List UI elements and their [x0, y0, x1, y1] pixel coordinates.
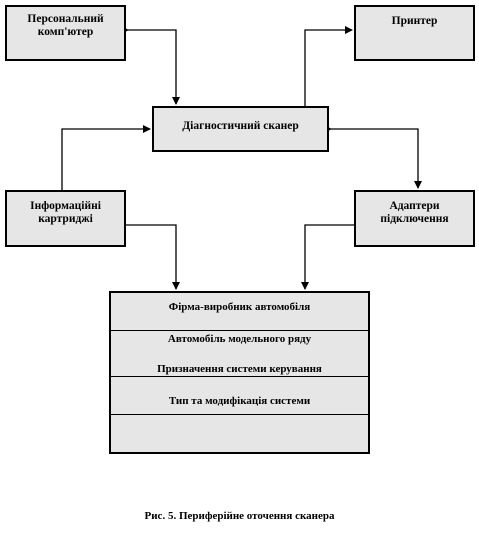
database-row-empty [111, 415, 368, 452]
printer-label: Принтер [391, 15, 438, 27]
manufacturer-row-label: Фірма-виробник автомобіля [168, 301, 311, 313]
connection-adapters-label: Адаптери підключення [380, 200, 449, 225]
adapters-database-link [301, 224, 354, 290]
database-row: Фірма-виробник автомобіля [111, 293, 368, 331]
info-cartridges-label: Інформаційні картриджі [30, 200, 101, 225]
vehicle-database-node: Фірма-виробник автомобіля Автомобіль мод… [109, 291, 370, 454]
database-row: Автомобіль модельного ряду Призначення с… [111, 331, 368, 377]
personal-computer-node: Персональний комп'ютер [5, 5, 126, 61]
control-system-purpose-row-label: Призначення системи керування [157, 363, 322, 375]
connection-adapters-node: Адаптери підключення [354, 190, 475, 247]
cartridges-scanner-link [61, 125, 151, 190]
system-type-row-label: Тип та модифікація системи [168, 395, 311, 407]
personal-computer-label: Персональний комп'ютер [27, 13, 104, 38]
pc-scanner-link [121, 26, 180, 105]
printer-node: Принтер [354, 5, 475, 61]
database-row: Тип та модифікація системи [111, 377, 368, 415]
model-row-label: Автомобіль модельного ряду [167, 333, 312, 345]
diagnostic-scanner-node: Діагностичний сканер [152, 106, 329, 152]
scanner-printer-link [304, 26, 353, 106]
diagnostic-scanner-label: Діагностичний сканер [182, 120, 299, 132]
cartridges-database-link [126, 224, 180, 290]
figure-caption: Рис. 5. Периферійне оточення сканера [144, 510, 335, 522]
scanner-adapters-link [324, 125, 422, 189]
info-cartridges-node: Інформаційні картриджі [5, 190, 126, 247]
